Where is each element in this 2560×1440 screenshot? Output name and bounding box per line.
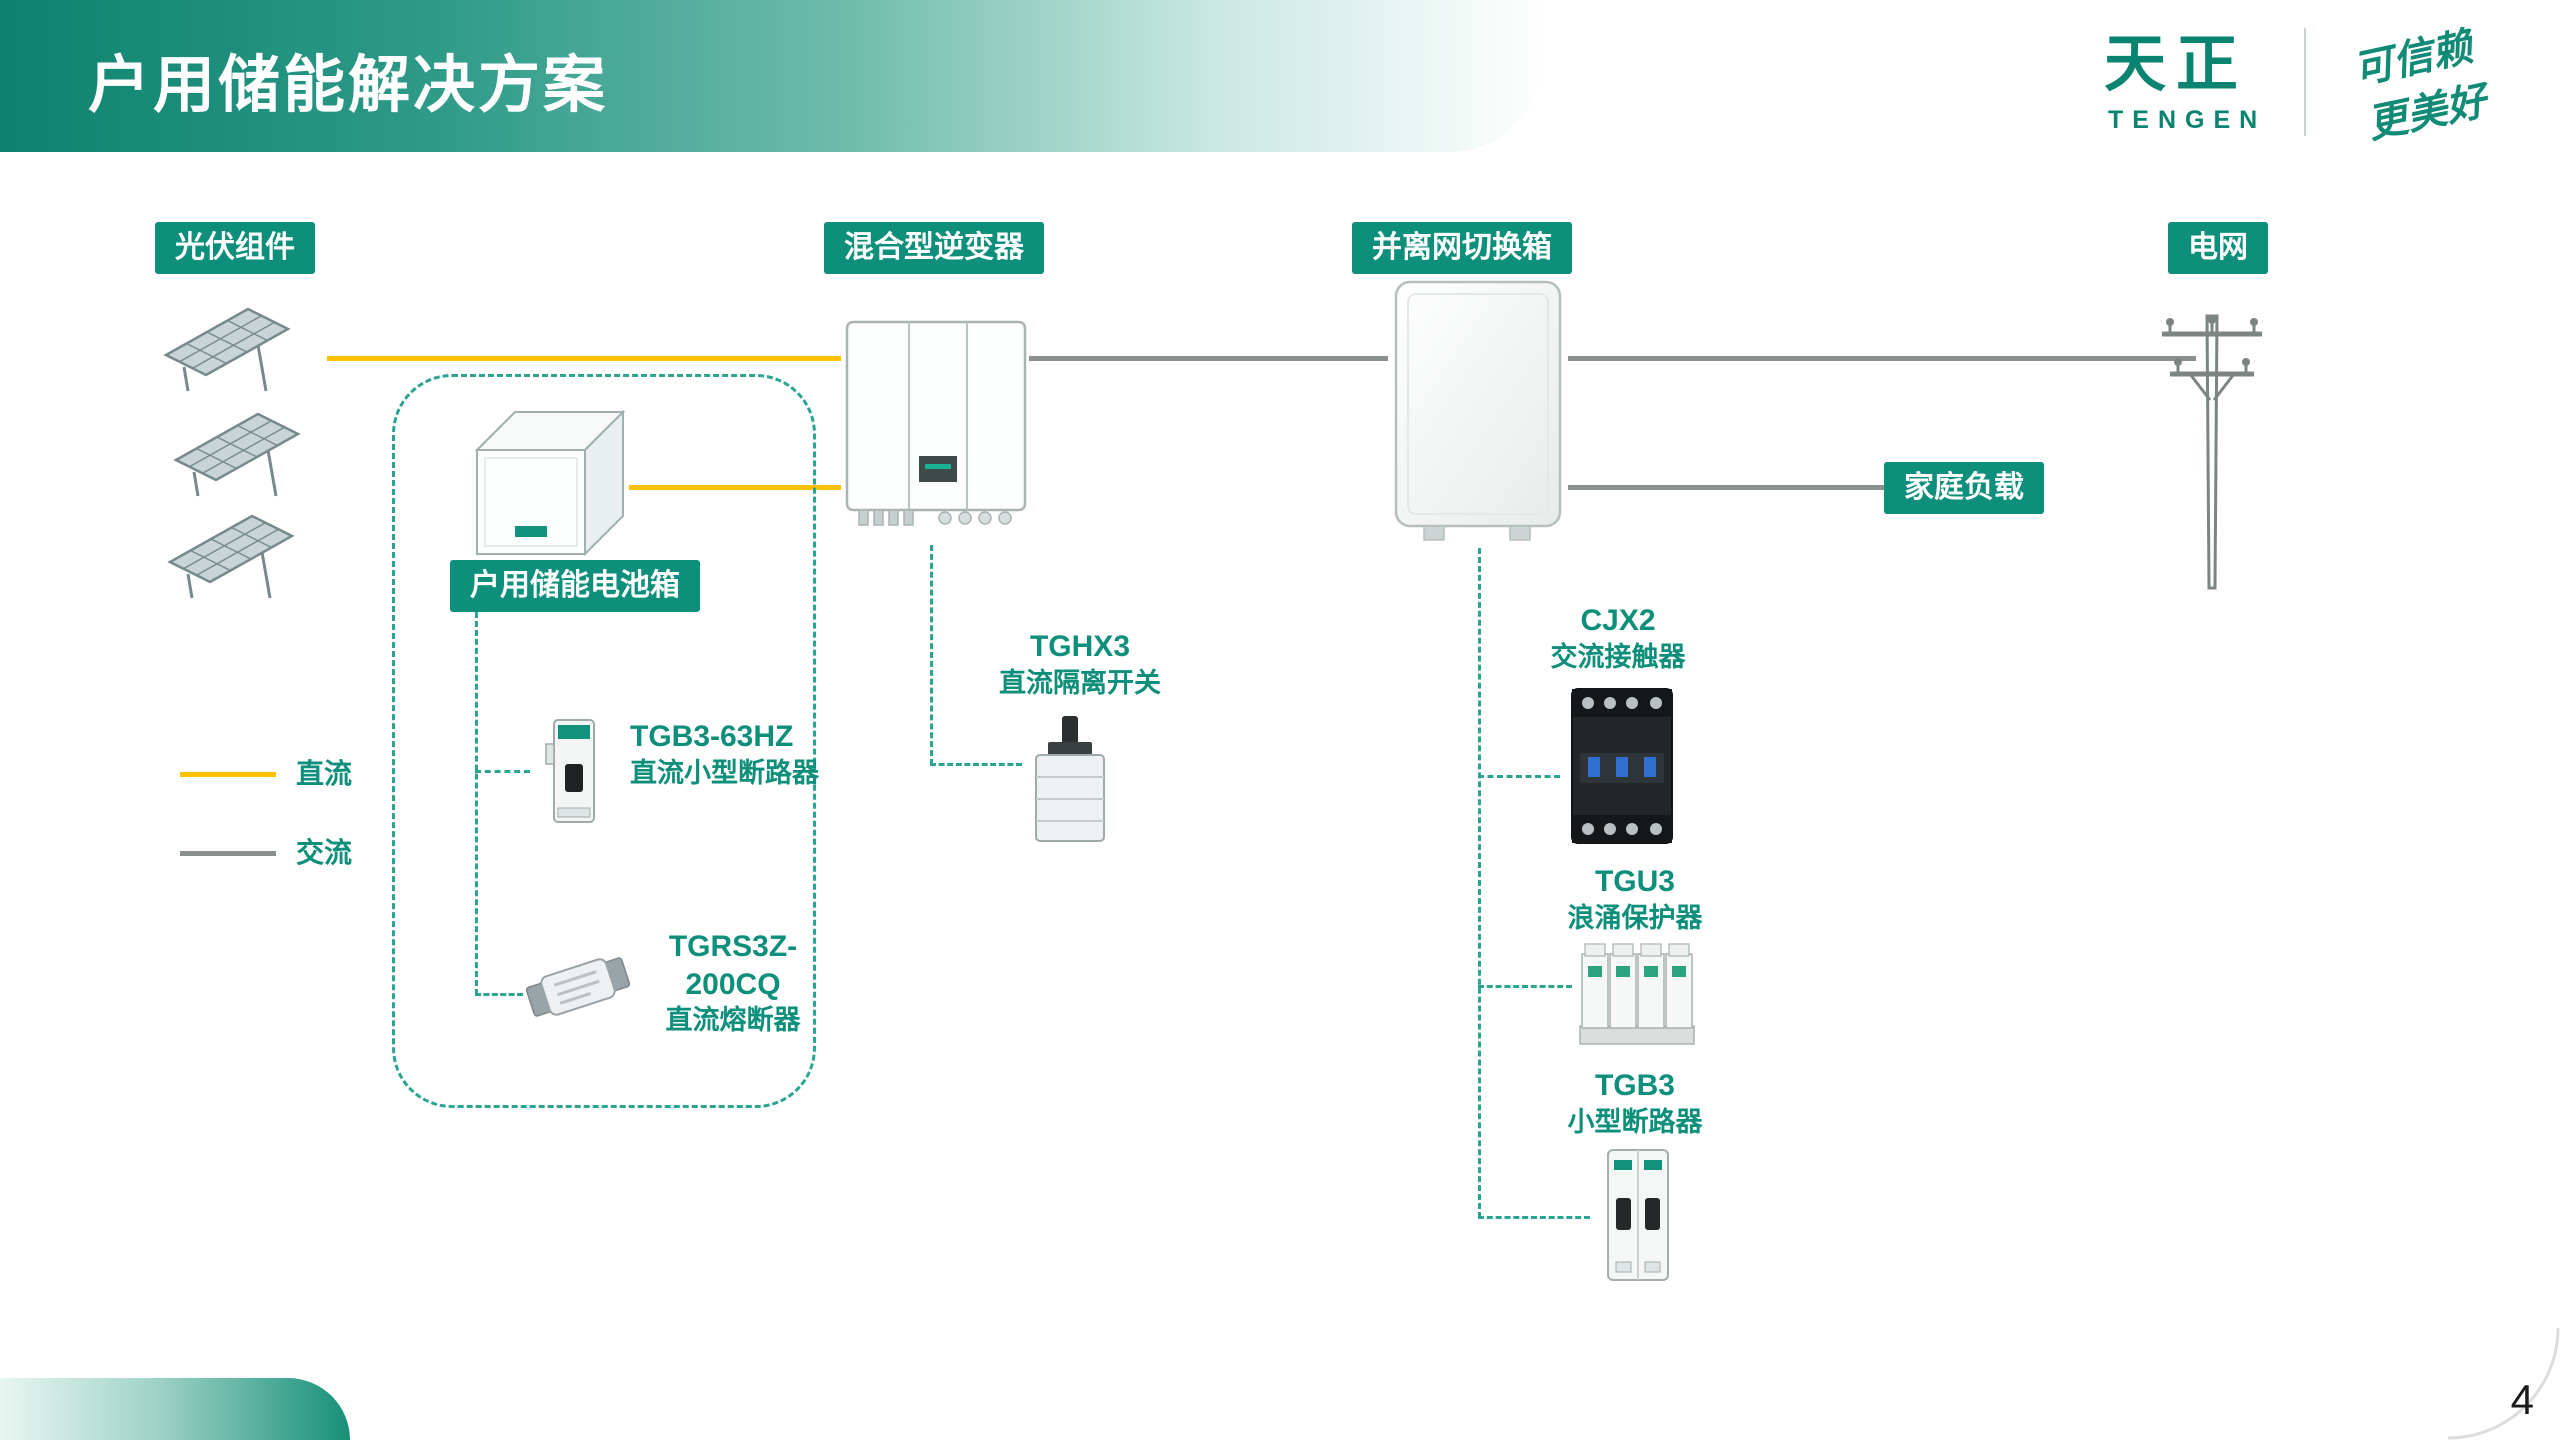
connector-battery-vertical xyxy=(475,612,478,995)
legend-dc-swatch xyxy=(180,772,276,777)
product-desc: 直流隔离开关 xyxy=(999,667,1161,698)
page-title: 户用储能解决方案 xyxy=(88,51,609,120)
legend-ac-swatch xyxy=(180,851,276,856)
tgb3-product-image xyxy=(1590,1140,1685,1297)
legend-ac-label: 交流 xyxy=(296,837,353,868)
connector-to-tgb3-63hz xyxy=(475,770,530,773)
product-desc: 浪涌保护器 xyxy=(1567,902,1703,933)
product-name: TGB3 xyxy=(1594,1069,1675,1102)
tgrs3z-product-image xyxy=(518,940,638,1040)
utility-pole-icon xyxy=(2150,298,2275,598)
tengen-logo-en: TENGEN xyxy=(2108,106,2267,134)
badge-battery-box: 户用储能电池箱 xyxy=(450,560,700,612)
inverter-icon xyxy=(841,308,1031,548)
product-name: TGU3 xyxy=(1594,865,1675,898)
connector-to-cjx2 xyxy=(1478,775,1560,778)
header-band xyxy=(0,0,1545,152)
product-desc: 直流熔断器 xyxy=(665,1005,801,1035)
product-name-line1: TGRS3Z- xyxy=(668,930,798,963)
product-desc: 小型断路器 xyxy=(1567,1106,1703,1137)
switch-box-icon xyxy=(1388,278,1568,553)
tghx3-product-image xyxy=(1022,712,1117,855)
connector-inverter-vertical xyxy=(930,545,933,765)
battery-box-dashed-outline xyxy=(392,374,816,1108)
ac-line-switchbox-to-load xyxy=(1568,485,1884,490)
product-desc: 交流接触器 xyxy=(1550,641,1686,672)
product-name-line2: 200CQ xyxy=(685,967,781,1001)
connector-to-tgb3 xyxy=(1478,1216,1590,1219)
badge-home-load: 家庭负载 xyxy=(1884,462,2044,514)
product-name: TGHX3 xyxy=(1029,630,1131,663)
badge-switch-box: 并离网切换箱 xyxy=(1352,222,1572,274)
tgb3-63hz-product-image xyxy=(528,712,618,835)
legend-dc-label: 直流 xyxy=(296,758,353,789)
tgu3-product-image xyxy=(1572,936,1702,1059)
ac-line-switchbox-to-grid xyxy=(1568,356,2196,361)
product-name: TGB3-63HZ xyxy=(630,720,794,753)
dc-line-pv-to-inverter xyxy=(327,356,841,361)
cjx2-product-image xyxy=(1560,683,1685,856)
brand-divider xyxy=(2304,28,2306,136)
product-desc: 直流小型断路器 xyxy=(630,757,819,788)
tgb3-product-label: TGB3 小型断路器 xyxy=(1545,1067,1725,1140)
slide-corner-curve xyxy=(2447,1327,2560,1440)
battery-cabinet-icon xyxy=(455,388,630,568)
dc-line-battery-to-inverter xyxy=(629,485,841,490)
corner-decoration xyxy=(0,1378,350,1440)
ac-line-inverter-to-switchbox xyxy=(1029,356,1388,361)
tengen-logo-cn: 天正 xyxy=(2104,30,2249,99)
connector-to-tgu3 xyxy=(1478,985,1572,988)
solar-panel-icon xyxy=(152,502,302,607)
connector-switchbox-vertical xyxy=(1478,548,1481,1218)
badge-hybrid-inverter: 混合型逆变器 xyxy=(824,222,1044,274)
tgb3-63hz-product-label: TGB3-63HZ 直流小型断路器 xyxy=(630,718,819,791)
cjx2-product-label: CJX2 交流接触器 xyxy=(1528,602,1708,675)
page-number: 4 xyxy=(2510,1376,2534,1423)
tgu3-product-label: TGU3 浪涌保护器 xyxy=(1540,863,1730,936)
tgrs3z-product-label: TGRS3Z- 200CQ 直流熔断器 xyxy=(648,928,818,1038)
tghx3-product-label: TGHX3 直流隔离开关 xyxy=(985,628,1175,701)
solar-panel-icon xyxy=(158,400,308,505)
solar-panel-icon xyxy=(148,295,298,400)
badge-pv-modules: 光伏组件 xyxy=(155,222,315,274)
connector-to-tgrs3z xyxy=(475,993,523,996)
badge-grid: 电网 xyxy=(2168,222,2268,274)
product-name: CJX2 xyxy=(1580,604,1656,637)
connector-to-tghx3 xyxy=(930,763,1022,766)
